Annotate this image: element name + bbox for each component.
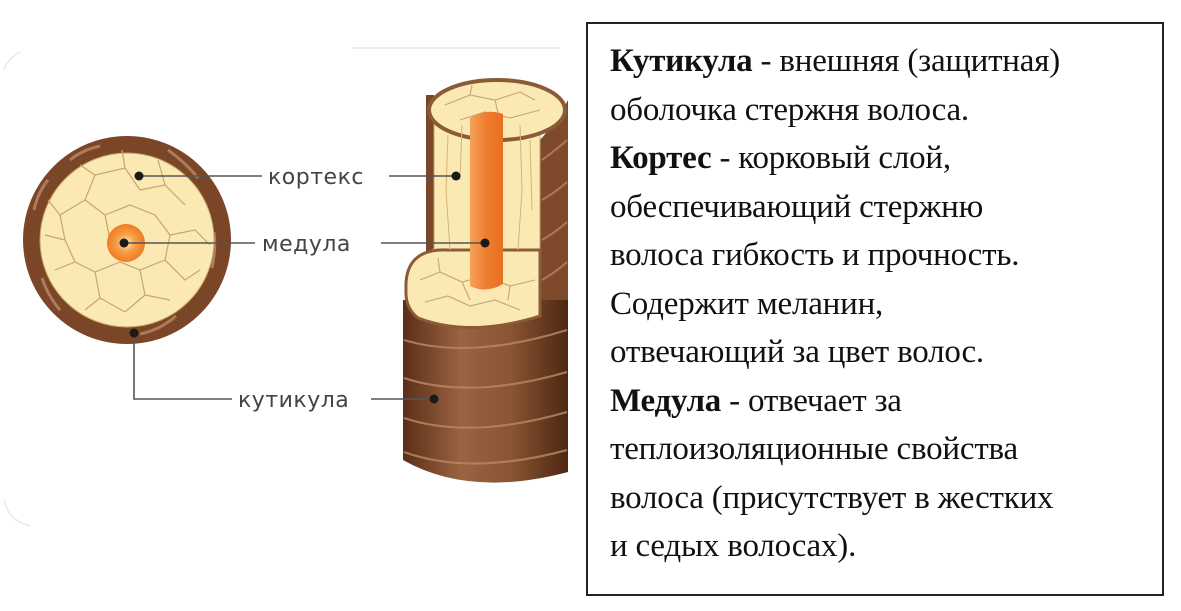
desc-line-10: волоса (присутствует в жестких bbox=[610, 479, 1054, 516]
shaft-upper-cuticle bbox=[540, 100, 568, 300]
longitudinal-section bbox=[403, 78, 568, 483]
label-cuticle: кутикула bbox=[238, 388, 349, 413]
term-cortex: Кортес bbox=[610, 140, 712, 176]
term-cuticle: Кутикула bbox=[610, 43, 753, 79]
cortex-fiber-lines bbox=[445, 124, 533, 251]
corner-decoration bbox=[3, 47, 560, 527]
shaft-left-cuticle bbox=[426, 95, 434, 254]
cuticle-marker-left bbox=[129, 328, 139, 338]
hair-structure-diagram: кортекс медула кутикула bbox=[3, 47, 568, 527]
desc-line-5: волоса гибкость и прочность. bbox=[610, 237, 1020, 273]
desc-line-2: оболочка стержня волоса. bbox=[610, 91, 969, 128]
cuticle-marker-right bbox=[429, 394, 439, 404]
shaft-medulla bbox=[470, 111, 503, 290]
shaft-scale-lines bbox=[403, 328, 568, 465]
desc-line-7: отвечающий за цвет волос. bbox=[610, 334, 984, 370]
cortex-marker-right bbox=[451, 171, 461, 181]
desc-line-3: Кортес - корковый слой, bbox=[610, 140, 951, 176]
medulla-marker-right bbox=[480, 238, 490, 248]
cortex-cell-lines bbox=[44, 149, 211, 313]
label-medulla: медула bbox=[262, 232, 351, 257]
desc-line-8: Медула - отвечает за bbox=[610, 382, 902, 419]
label-cortex: кортекс bbox=[268, 165, 364, 190]
desc-line-9: теплоизоляционные свойства bbox=[610, 431, 1018, 467]
term-medulla: Медула bbox=[610, 382, 722, 419]
desc-line-1: Кутикула - внешняя (защитная) bbox=[610, 43, 1060, 79]
cortex-marker-left bbox=[134, 171, 144, 181]
desc-line-11: и седых волосах). bbox=[610, 528, 857, 564]
leader-lines bbox=[119, 171, 490, 404]
description-box: Кутикула - внешняя (защитная) оболочка с… bbox=[586, 22, 1164, 596]
desc-line-4: обеспечивающий стержню bbox=[610, 188, 984, 225]
desc-line-6: Содержит меланин, bbox=[610, 285, 884, 322]
medulla-marker-left bbox=[119, 238, 129, 248]
